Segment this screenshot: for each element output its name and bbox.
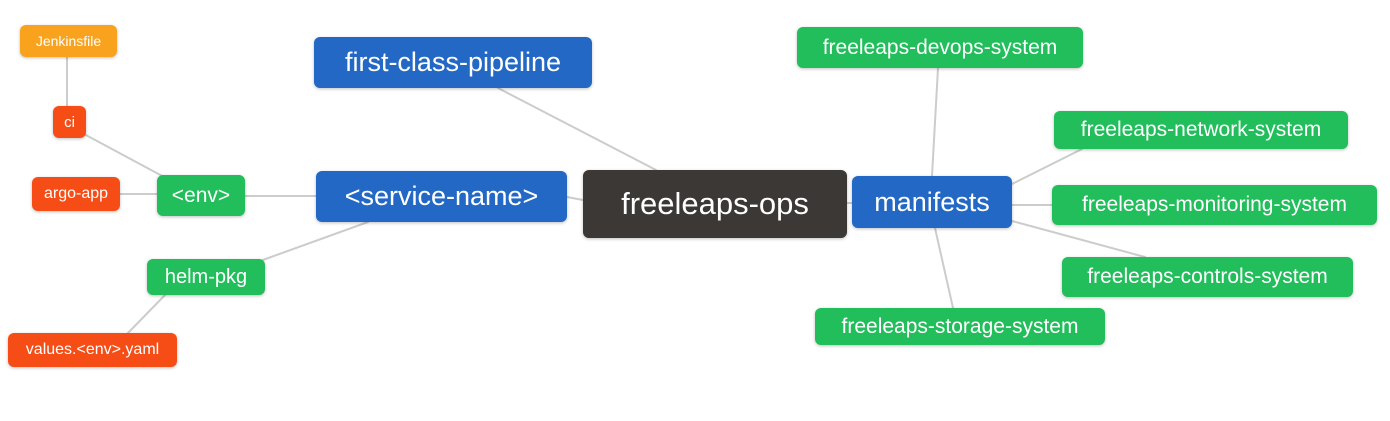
node-freeleaps-monitoring-system[interactable]: freeleaps-monitoring-system [1052, 185, 1377, 225]
node-freeleaps-controls-system-label: freeleaps-controls-system [1087, 265, 1328, 288]
node-service-name-label: <service-name> [344, 181, 539, 211]
node-manifests-label: manifests [874, 186, 990, 217]
edge-manifests-controls [1011, 220, 1146, 258]
edge-servicename-ops [566, 196, 584, 201]
node-helm-pkg[interactable]: helm-pkg [147, 259, 265, 295]
edge-helmpkg-values [127, 294, 166, 334]
edge-manifests-network [1011, 148, 1083, 185]
node-manifests[interactable]: manifests [852, 176, 1012, 228]
edge-pipeline-ops [497, 87, 657, 171]
node-helm-pkg-label: helm-pkg [164, 265, 248, 288]
node-jenkinsfile[interactable]: Jenkinsfile [20, 25, 117, 57]
edge-manifests-storage [934, 227, 954, 309]
node-argo-app[interactable]: argo-app [32, 177, 120, 211]
node-service-name[interactable]: <service-name> [316, 171, 567, 222]
node-ci[interactable]: ci [53, 106, 86, 138]
node-first-class-pipeline-label: first-class-pipeline [344, 47, 562, 77]
node-values-env-yaml[interactable]: values.<env>.yaml [8, 333, 177, 367]
edge-ci-env [83, 133, 167, 179]
edge-servicename-helmpkg [259, 221, 369, 262]
node-freeleaps-storage-system[interactable]: freeleaps-storage-system [815, 308, 1105, 345]
node-values-env-yaml-label: values.<env>.yaml [25, 341, 160, 358]
node-freeleaps-devops-system-label: freeleaps-devops-system [822, 35, 1058, 59]
node-freeleaps-network-system[interactable]: freeleaps-network-system [1054, 111, 1348, 149]
node-freeleaps-controls-system[interactable]: freeleaps-controls-system [1062, 257, 1353, 297]
node-argo-app-label: argo-app [43, 185, 109, 202]
node-first-class-pipeline[interactable]: first-class-pipeline [314, 37, 592, 88]
node-env-label: <env> [171, 183, 231, 207]
node-freeleaps-network-system-label: freeleaps-network-system [1080, 118, 1322, 141]
node-freeleaps-storage-system-label: freeleaps-storage-system [841, 314, 1079, 338]
node-freeleaps-ops-label: freeleaps-ops [621, 186, 809, 221]
node-freeleaps-devops-system[interactable]: freeleaps-devops-system [797, 27, 1083, 68]
node-freeleaps-ops[interactable]: freeleaps-ops [583, 170, 847, 238]
node-freeleaps-monitoring-system-label: freeleaps-monitoring-system [1082, 193, 1347, 216]
node-jenkinsfile-label: Jenkinsfile [35, 33, 102, 49]
edge-manifests-devops [931, 67, 939, 177]
node-ci-label: ci [64, 113, 75, 131]
node-env[interactable]: <env> [157, 175, 245, 216]
